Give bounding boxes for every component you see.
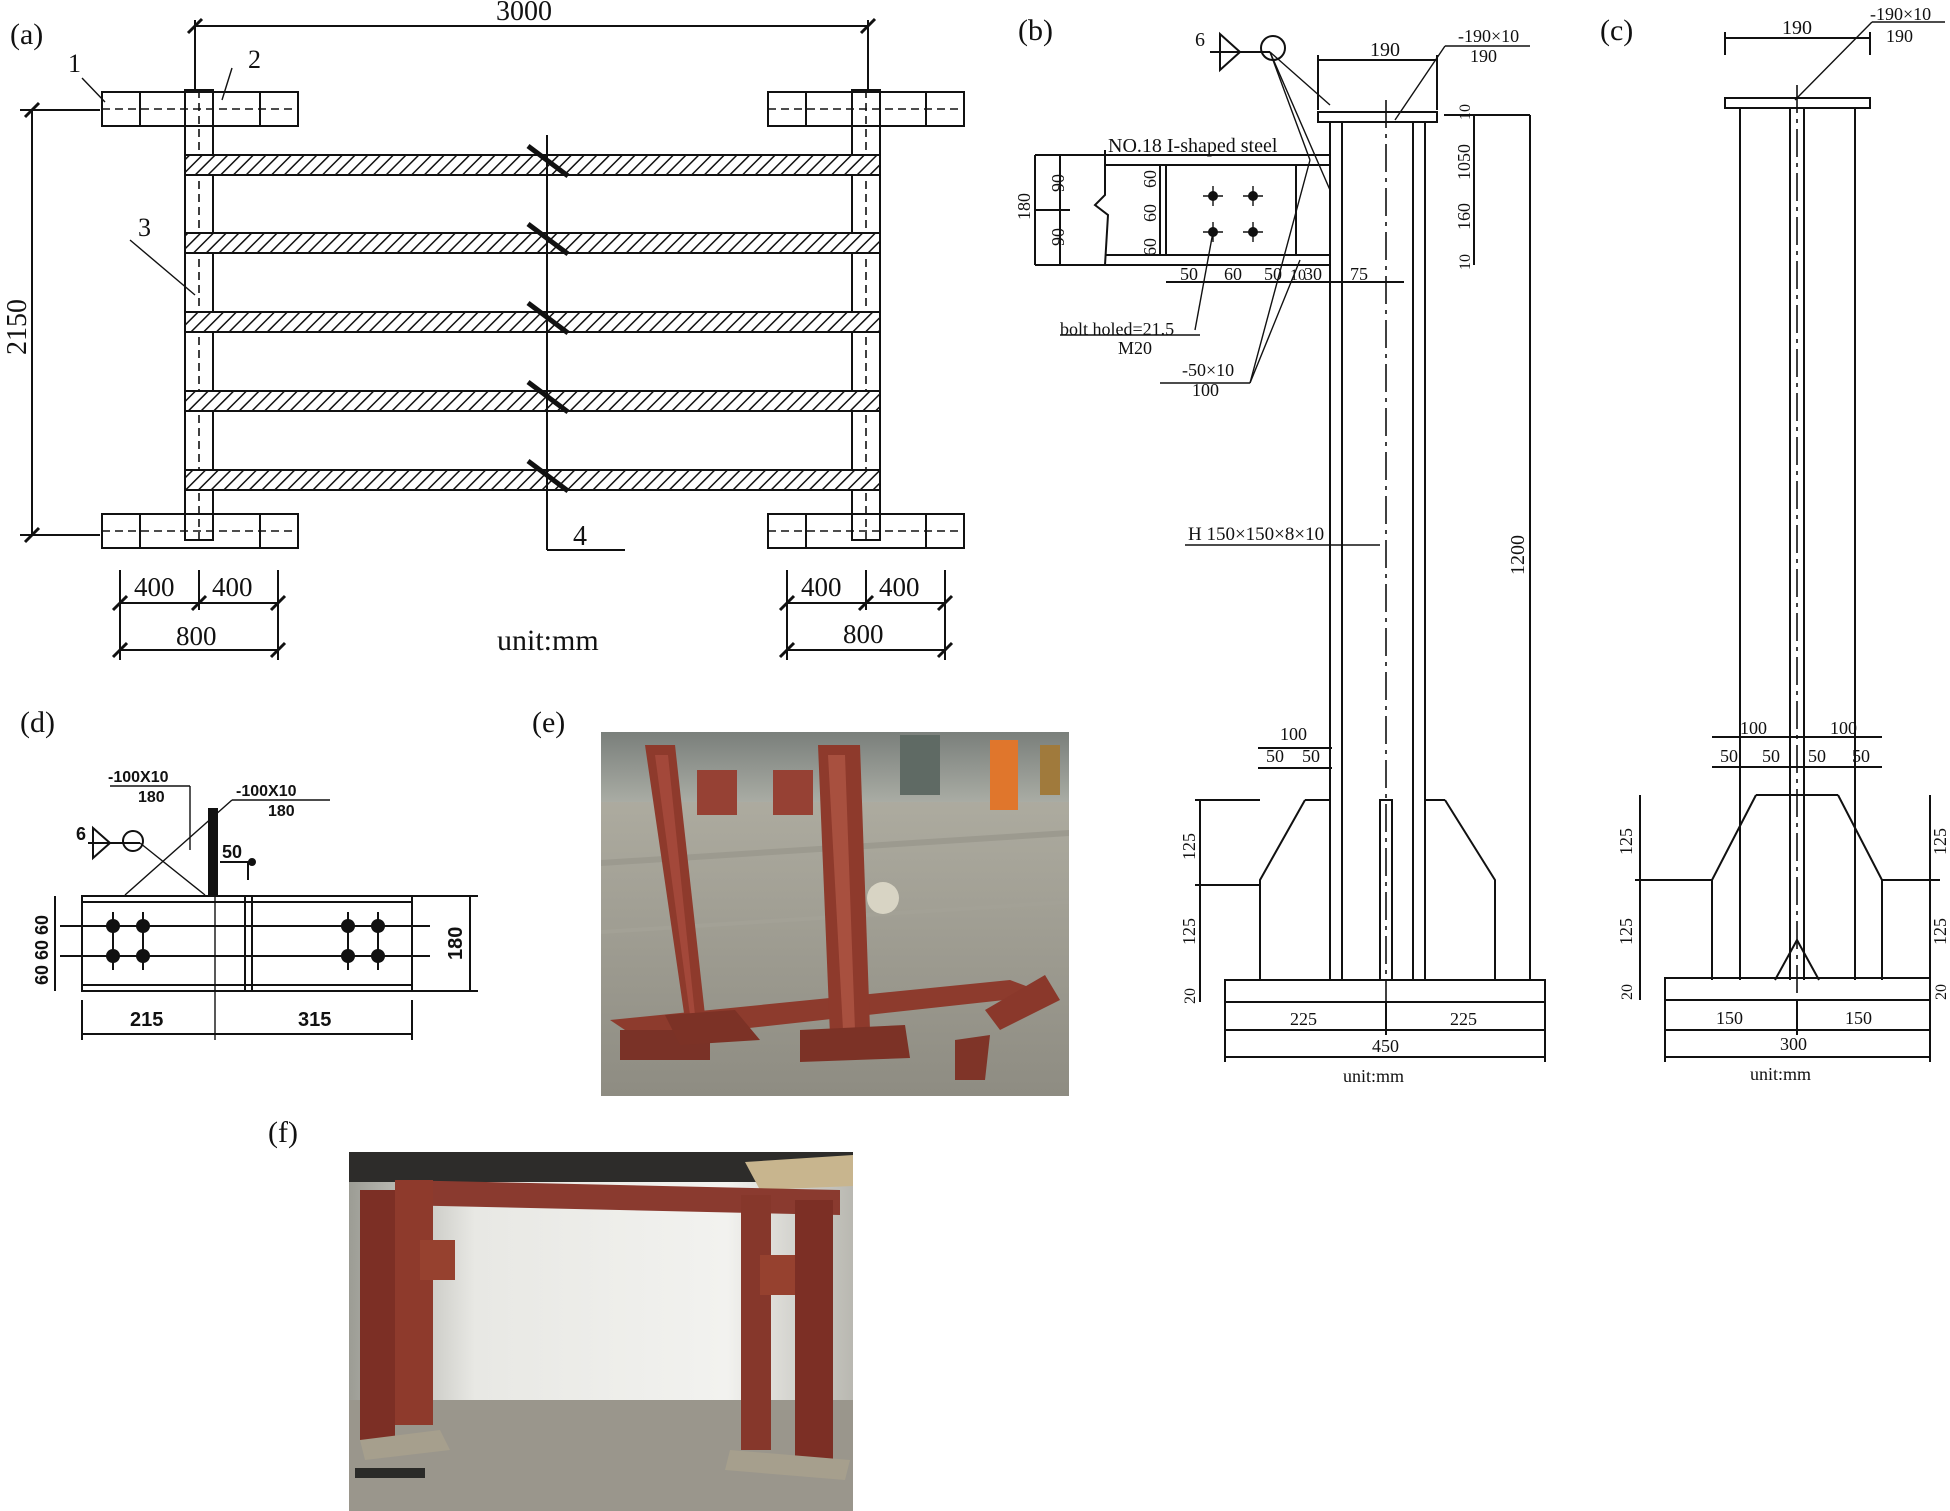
c-dim-20a: 20 (1619, 984, 1636, 1000)
b-bolt-2: M20 (1118, 338, 1152, 358)
callout-3: 3 (138, 213, 151, 242)
c-top-190: 190 (1782, 17, 1812, 39)
c-dim-20b: 20 (1933, 984, 1950, 1000)
b-right-10a: 10 (1457, 104, 1474, 120)
unit-label-c: unit:mm (1750, 1064, 1811, 1084)
b-stiff-1: -50×10 (1182, 360, 1234, 380)
c-dim-100a: 100 (1740, 718, 1767, 738)
b-top-190: 190 (1370, 39, 1400, 61)
d-plate-a2: 180 (138, 789, 165, 806)
b-dim-60b: 60 (1140, 204, 1160, 222)
d-plate-a1: -100X10 (108, 769, 169, 786)
d-plate-b1: -100X10 (236, 783, 297, 800)
c-dim-50a: 50 (1720, 746, 1738, 766)
panel-f-label: (f) (268, 1116, 298, 1149)
b-stiff-2: 100 (1192, 380, 1219, 400)
c-dim-300: 300 (1780, 1034, 1807, 1054)
bolt-group-d (106, 912, 385, 970)
panel-b-elevation: (b) 6 190 -190×10 190 NO.18 I-shaped (1014, 14, 1546, 1086)
b-dim-75: 75 (1350, 264, 1368, 284)
b-dim-90a: 90 (1048, 174, 1068, 192)
dim-400-d: 400 (879, 572, 920, 602)
b-dim-90b: 90 (1048, 228, 1068, 246)
b-dim-60a: 60 (1140, 170, 1160, 188)
b-right-10b: 10 (1457, 254, 1474, 270)
b-plate-top-2: 190 (1470, 46, 1497, 66)
b-column-name: H 150×150×8×10 (1188, 524, 1324, 545)
panel-d-connection: (d) -100X10 180 -100X10 180 6 50 (20, 706, 478, 1040)
c-dim-50c: 50 (1808, 746, 1826, 766)
dim-3000: 3000 (496, 0, 552, 27)
callout-2: 2 (248, 45, 261, 74)
b-dim-180: 180 (1014, 193, 1034, 220)
c-dim-100b: 100 (1830, 718, 1857, 738)
callout-4: 4 (573, 521, 587, 552)
panel-c-label: (c) (1600, 14, 1633, 47)
c-dim-125a: 125 (1616, 828, 1636, 855)
c-dim-150a: 150 (1716, 1008, 1743, 1028)
panel-f-photo: (f) (268, 1116, 853, 1511)
c-dim-150b: 150 (1845, 1008, 1872, 1028)
panel-d-label: (d) (20, 706, 55, 739)
panel-b-label: (b) (1018, 14, 1053, 47)
unit-label-b: unit:mm (1343, 1066, 1404, 1086)
dim-400-a: 400 (134, 572, 175, 602)
panel-c-side: (c) 190 -190×10 190 100 100 50 50 50 50 (1600, 4, 1950, 1084)
dim-400-c: 400 (801, 572, 842, 602)
dim-400-b: 400 (212, 572, 253, 602)
b-right-1050: 1050 (1454, 144, 1474, 180)
b-dim-125b: 125 (1179, 918, 1199, 945)
d-dim-left: 60 60 60 (32, 915, 52, 985)
b-dim-60c: 60 (1140, 238, 1160, 256)
panel-a-label: (a) (10, 18, 43, 51)
b-plate-top-1: -190×10 (1458, 26, 1519, 46)
c-dim-125b: 125 (1616, 918, 1636, 945)
b-dim-50d: 50 (1302, 746, 1320, 766)
b-dim-60d: 60 (1224, 264, 1242, 284)
weld-size-b: 6 (1195, 29, 1205, 51)
b-dim-50a: 50 (1180, 264, 1198, 284)
b-beam-name: NO.18 I-shaped steel (1108, 135, 1278, 157)
dim-2150: 2150 (2, 299, 33, 355)
d-weld-size: 6 (76, 824, 86, 844)
dim-800-right: 800 (843, 619, 884, 649)
b-dim-225a: 225 (1290, 1009, 1317, 1029)
d-dim-315: 315 (298, 1009, 331, 1031)
c-dim-125d: 125 (1930, 918, 1950, 945)
b-dim-125a: 125 (1179, 833, 1199, 860)
b-right-160: 160 (1454, 203, 1474, 230)
panel-e-label: (e) (532, 706, 565, 739)
c-dim-50d: 50 (1852, 746, 1870, 766)
d-dim-180: 180 (445, 927, 467, 960)
c-dim-125c: 125 (1930, 828, 1950, 855)
b-dim-10: 10 (1290, 267, 1306, 284)
b-dim-1200: 1200 (1507, 535, 1529, 575)
bolt-group-b (1203, 186, 1263, 242)
unit-label-a: unit:mm (497, 624, 599, 657)
b-dim-50c: 50 (1266, 746, 1284, 766)
b-dim-100: 100 (1280, 724, 1307, 744)
panel-a-plan: (a) 3000 2150 (2, 0, 965, 660)
d-plate-b2: 180 (268, 803, 295, 820)
panel-e-photo: (e) (532, 706, 1069, 1096)
b-bolt-1: bolt holed=21.5 (1060, 319, 1174, 339)
b-dim-450: 450 (1372, 1036, 1399, 1056)
c-plate-2: 190 (1886, 26, 1913, 46)
d-dim-50: 50 (222, 842, 242, 862)
b-dim-30: 30 (1304, 264, 1322, 284)
dim-800-left: 800 (176, 621, 217, 651)
callout-1: 1 (68, 49, 81, 78)
c-plate-1: -190×10 (1870, 4, 1931, 24)
d-dim-215: 215 (130, 1009, 163, 1031)
c-dim-50b: 50 (1762, 746, 1780, 766)
b-dim-20: 20 (1182, 988, 1199, 1004)
b-dim-225b: 225 (1450, 1009, 1477, 1029)
